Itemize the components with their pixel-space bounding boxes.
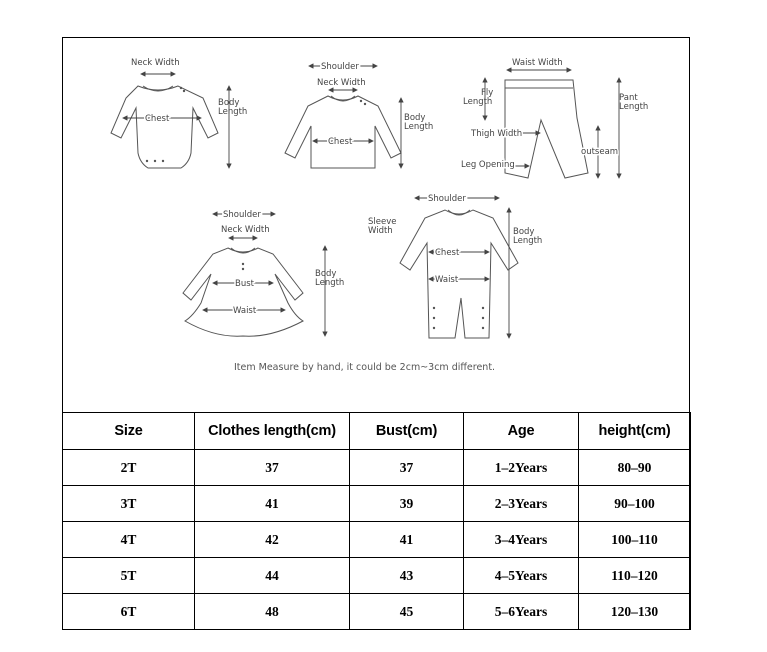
- label-leg-opening-3: Leg Opening: [461, 160, 515, 170]
- cell-clothes-length: 37: [194, 449, 350, 486]
- cell-size: 2T: [62, 449, 195, 486]
- cell-height: 100–110: [578, 521, 691, 558]
- cell-bust: 37: [349, 449, 464, 486]
- cell-age: 2–3Years: [463, 485, 579, 522]
- header-clothes-length: Clothes length(cm): [194, 412, 350, 450]
- size-table: Size Clothes length(cm) Bust(cm) Age hei…: [62, 412, 691, 630]
- cell-height: 120–130: [578, 593, 691, 630]
- label-body-length-2a: Body: [404, 113, 425, 123]
- label-waist-5: Waist: [435, 275, 459, 285]
- cell-clothes-length: 48: [194, 593, 350, 630]
- cell-age: 4–5Years: [463, 557, 579, 594]
- label-sleeve-width-5a: Sleeve: [368, 217, 396, 227]
- label-thigh-width-3: Thigh Width: [470, 129, 522, 139]
- label-pant-length-3a: Pant: [619, 93, 638, 103]
- label-body-length-4a: Body: [315, 269, 336, 279]
- table-row: 6T 48 45 5–6Years 120–130: [62, 593, 691, 630]
- label-body-length-2b: Length: [404, 122, 433, 132]
- cell-bust: 41: [349, 521, 464, 558]
- label-neck-width-4: Neck Width: [221, 225, 270, 235]
- cell-bust: 43: [349, 557, 464, 594]
- table-row: 5T 44 43 4–5Years 110–120: [62, 557, 691, 594]
- label-outseam-3: outseam: [581, 147, 618, 157]
- table-header-row: Size Clothes length(cm) Bust(cm) Age hei…: [62, 412, 691, 450]
- cell-age: 5–6Years: [463, 593, 579, 630]
- cell-height: 110–120: [578, 557, 691, 594]
- bodysuit-diagram: Neck Width Chest Body Length: [110, 58, 247, 169]
- label-body-length-4b: Length: [315, 278, 344, 288]
- label-neck-width-1: Neck Width: [131, 58, 180, 68]
- label-body-length-1a: Body: [218, 98, 239, 108]
- label-chest-2: Chest: [328, 137, 353, 147]
- cell-height: 80–90: [578, 449, 691, 486]
- header-age: Age: [463, 412, 579, 450]
- label-body-length-5a: Body: [513, 227, 534, 237]
- measurement-diagram: Neck Width Chest Body Length Shoulder Ne…: [63, 38, 689, 413]
- header-height: height(cm): [578, 412, 691, 450]
- label-shoulder-5: Shoulder: [428, 194, 466, 204]
- label-sleeve-width-5b: Width: [368, 226, 393, 236]
- long-sleeve-top-diagram: Shoulder Neck Width Chest Body Length: [284, 61, 433, 169]
- table-row: 4T 42 41 3–4Years 100–110: [62, 521, 691, 558]
- dress-diagram: Shoulder Neck Width Bust Waist Body Leng…: [182, 209, 344, 337]
- pants-diagram: Waist Width Fly Length Pant Length Thigh…: [460, 58, 648, 179]
- label-body-length-5b: Length: [513, 236, 542, 246]
- label-fly-length-3a: Fly: [481, 88, 493, 98]
- label-pant-length-3b: Length: [619, 102, 648, 112]
- header-bust: Bust(cm): [349, 412, 464, 450]
- table-row: 3T 41 39 2–3Years 90–100: [62, 485, 691, 522]
- size-chart-frame: Neck Width Chest Body Length Shoulder Ne…: [62, 37, 691, 630]
- table-row: 2T 37 37 1–2Years 80–90: [62, 449, 691, 486]
- cell-height: 90–100: [578, 485, 691, 522]
- label-chest-5: Chest: [435, 248, 460, 258]
- cell-size: 6T: [62, 593, 195, 630]
- label-chest-1: Chest: [145, 114, 170, 124]
- label-body-length-1b: Length: [218, 107, 247, 117]
- label-shoulder-4: Shoulder: [223, 210, 261, 220]
- cell-bust: 45: [349, 593, 464, 630]
- romper-diagram: Shoulder Sleeve Width Chest Waist Body L…: [368, 193, 542, 339]
- label-fly-length-3b: Length: [463, 97, 492, 107]
- label-waist-4: Waist: [233, 306, 257, 316]
- cell-size: 4T: [62, 521, 195, 558]
- measurement-note: Item Measure by hand, it could be 2cm~3c…: [234, 362, 495, 373]
- label-shoulder-2: Shoulder: [321, 62, 359, 72]
- cell-size: 5T: [62, 557, 195, 594]
- cell-clothes-length: 41: [194, 485, 350, 522]
- label-waist-width-3: Waist Width: [512, 58, 563, 68]
- label-bust-4: Bust: [235, 279, 255, 289]
- cell-bust: 39: [349, 485, 464, 522]
- header-size: Size: [62, 412, 195, 450]
- cell-age: 1–2Years: [463, 449, 579, 486]
- cell-age: 3–4Years: [463, 521, 579, 558]
- label-neck-width-2: Neck Width: [317, 78, 366, 88]
- cell-size: 3T: [62, 485, 195, 522]
- cell-clothes-length: 44: [194, 557, 350, 594]
- cell-clothes-length: 42: [194, 521, 350, 558]
